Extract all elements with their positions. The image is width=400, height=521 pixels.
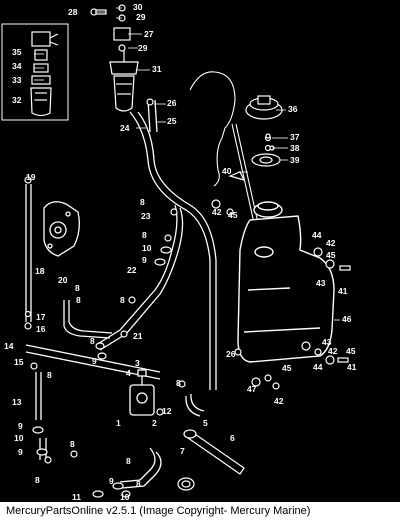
callout-9c: 9	[18, 421, 23, 431]
shaft-drawing	[177, 429, 245, 491]
callout-47: 47	[247, 384, 257, 394]
callout-8k: 8	[35, 475, 40, 485]
callout-8e: 8	[120, 295, 125, 305]
callout-16: 16	[36, 324, 46, 334]
callout-43a: 43	[316, 278, 326, 288]
callout-41b: 41	[347, 362, 357, 372]
callout-13: 13	[12, 397, 22, 407]
callout-8i: 8	[70, 439, 75, 449]
fuel-filter-31-drawing	[109, 27, 139, 112]
callout-17: 17	[36, 312, 46, 322]
callout-35: 35	[12, 47, 22, 57]
fuel-pump-drawing	[43, 201, 80, 257]
callout-8c: 8	[75, 283, 80, 293]
callout-19: 19	[26, 172, 36, 182]
callout-10c: 10	[120, 492, 130, 502]
callout-30: 30	[133, 2, 143, 12]
callout-26b: 26	[226, 349, 236, 359]
callout-8a: 8	[140, 197, 145, 207]
callout-9d: 9	[18, 447, 23, 457]
callout-14: 14	[4, 341, 14, 351]
callout-41a: 41	[338, 286, 348, 296]
callout-21: 21	[133, 331, 143, 341]
enrichment-valve-drawing	[129, 368, 155, 416]
callout-10a: 10	[142, 243, 152, 253]
callout-11: 11	[72, 492, 81, 502]
callout-8j: 8	[126, 456, 131, 466]
callout-45d: 45	[282, 363, 292, 373]
callout-24: 24	[120, 123, 130, 133]
leader-lines	[34, 7, 340, 321]
callout-22: 22	[127, 265, 137, 275]
callout-4: 4	[126, 368, 131, 378]
fuel-tank-drawing	[237, 201, 335, 363]
callout-9a: 9	[142, 255, 147, 265]
callout-9e: 9	[109, 476, 114, 486]
callout-46: 46	[342, 314, 352, 324]
callout-23: 23	[141, 211, 151, 221]
callout-29: 29	[136, 12, 146, 22]
callout-42a: 42	[212, 207, 222, 217]
callout-9b: 9	[92, 356, 97, 366]
callout-8g: 8	[47, 370, 52, 380]
callout-26a: 26	[167, 98, 177, 108]
callout-15: 15	[14, 357, 24, 367]
callout-45a: 45	[228, 210, 238, 220]
callout-8h: 8	[176, 378, 181, 388]
fuel-lines-drawing	[25, 99, 217, 489]
callout-10b: 10	[14, 433, 24, 443]
callout-8l: 8	[136, 479, 141, 489]
filter-assembly-drawing	[30, 31, 59, 117]
footer-bar: MercuryPartsOnline v2.5.1 (Image Copyrig…	[0, 502, 400, 521]
callout-44a: 44	[312, 230, 322, 240]
callout-44b: 44	[313, 362, 323, 372]
copyright-text: MercuryPartsOnline v2.5.1 (Image Copyrig…	[6, 505, 311, 517]
callout-39: 39	[290, 155, 300, 165]
callout-6: 6	[230, 433, 235, 443]
callout-8f: 8	[90, 336, 95, 346]
callout-31: 31	[152, 64, 162, 74]
callout-42d: 42	[274, 396, 284, 406]
callout-33: 33	[12, 75, 22, 85]
callout-45b: 45	[326, 250, 336, 260]
callout-5: 5	[203, 418, 208, 428]
callout-27: 27	[144, 29, 154, 39]
callout-36: 36	[288, 104, 298, 114]
callout-40: 40	[222, 166, 232, 176]
callout-18: 18	[35, 266, 45, 276]
callout-38: 38	[290, 143, 300, 153]
callout-12: 12	[162, 406, 172, 416]
callout-32: 32	[12, 95, 22, 105]
callout-8d: 8	[76, 295, 81, 305]
callout-34: 34	[12, 61, 22, 71]
callout-2: 2	[152, 418, 157, 428]
callout-29b: 29	[138, 43, 148, 53]
callout-37: 37	[290, 132, 300, 142]
callout-20: 20	[58, 275, 68, 285]
fuel-cap-drawing	[245, 95, 283, 167]
callout-45c: 45	[346, 346, 356, 356]
callout-28: 28	[68, 7, 78, 17]
callout-8b: 8	[142, 230, 147, 240]
callout-43b: 43	[322, 337, 332, 347]
filter-inset-box	[1, 23, 69, 121]
callout-42b: 42	[326, 238, 336, 248]
callout-3: 3	[135, 358, 140, 368]
callout-42c: 42	[328, 346, 338, 356]
callout-labels: 28 30 29 27 29 35 34 33 32 31 26 25 24 3…	[4, 2, 357, 502]
callout-25: 25	[167, 116, 177, 126]
small-parts-drawing	[24, 4, 351, 498]
callout-7: 7	[180, 446, 185, 456]
callout-1: 1	[116, 418, 121, 428]
